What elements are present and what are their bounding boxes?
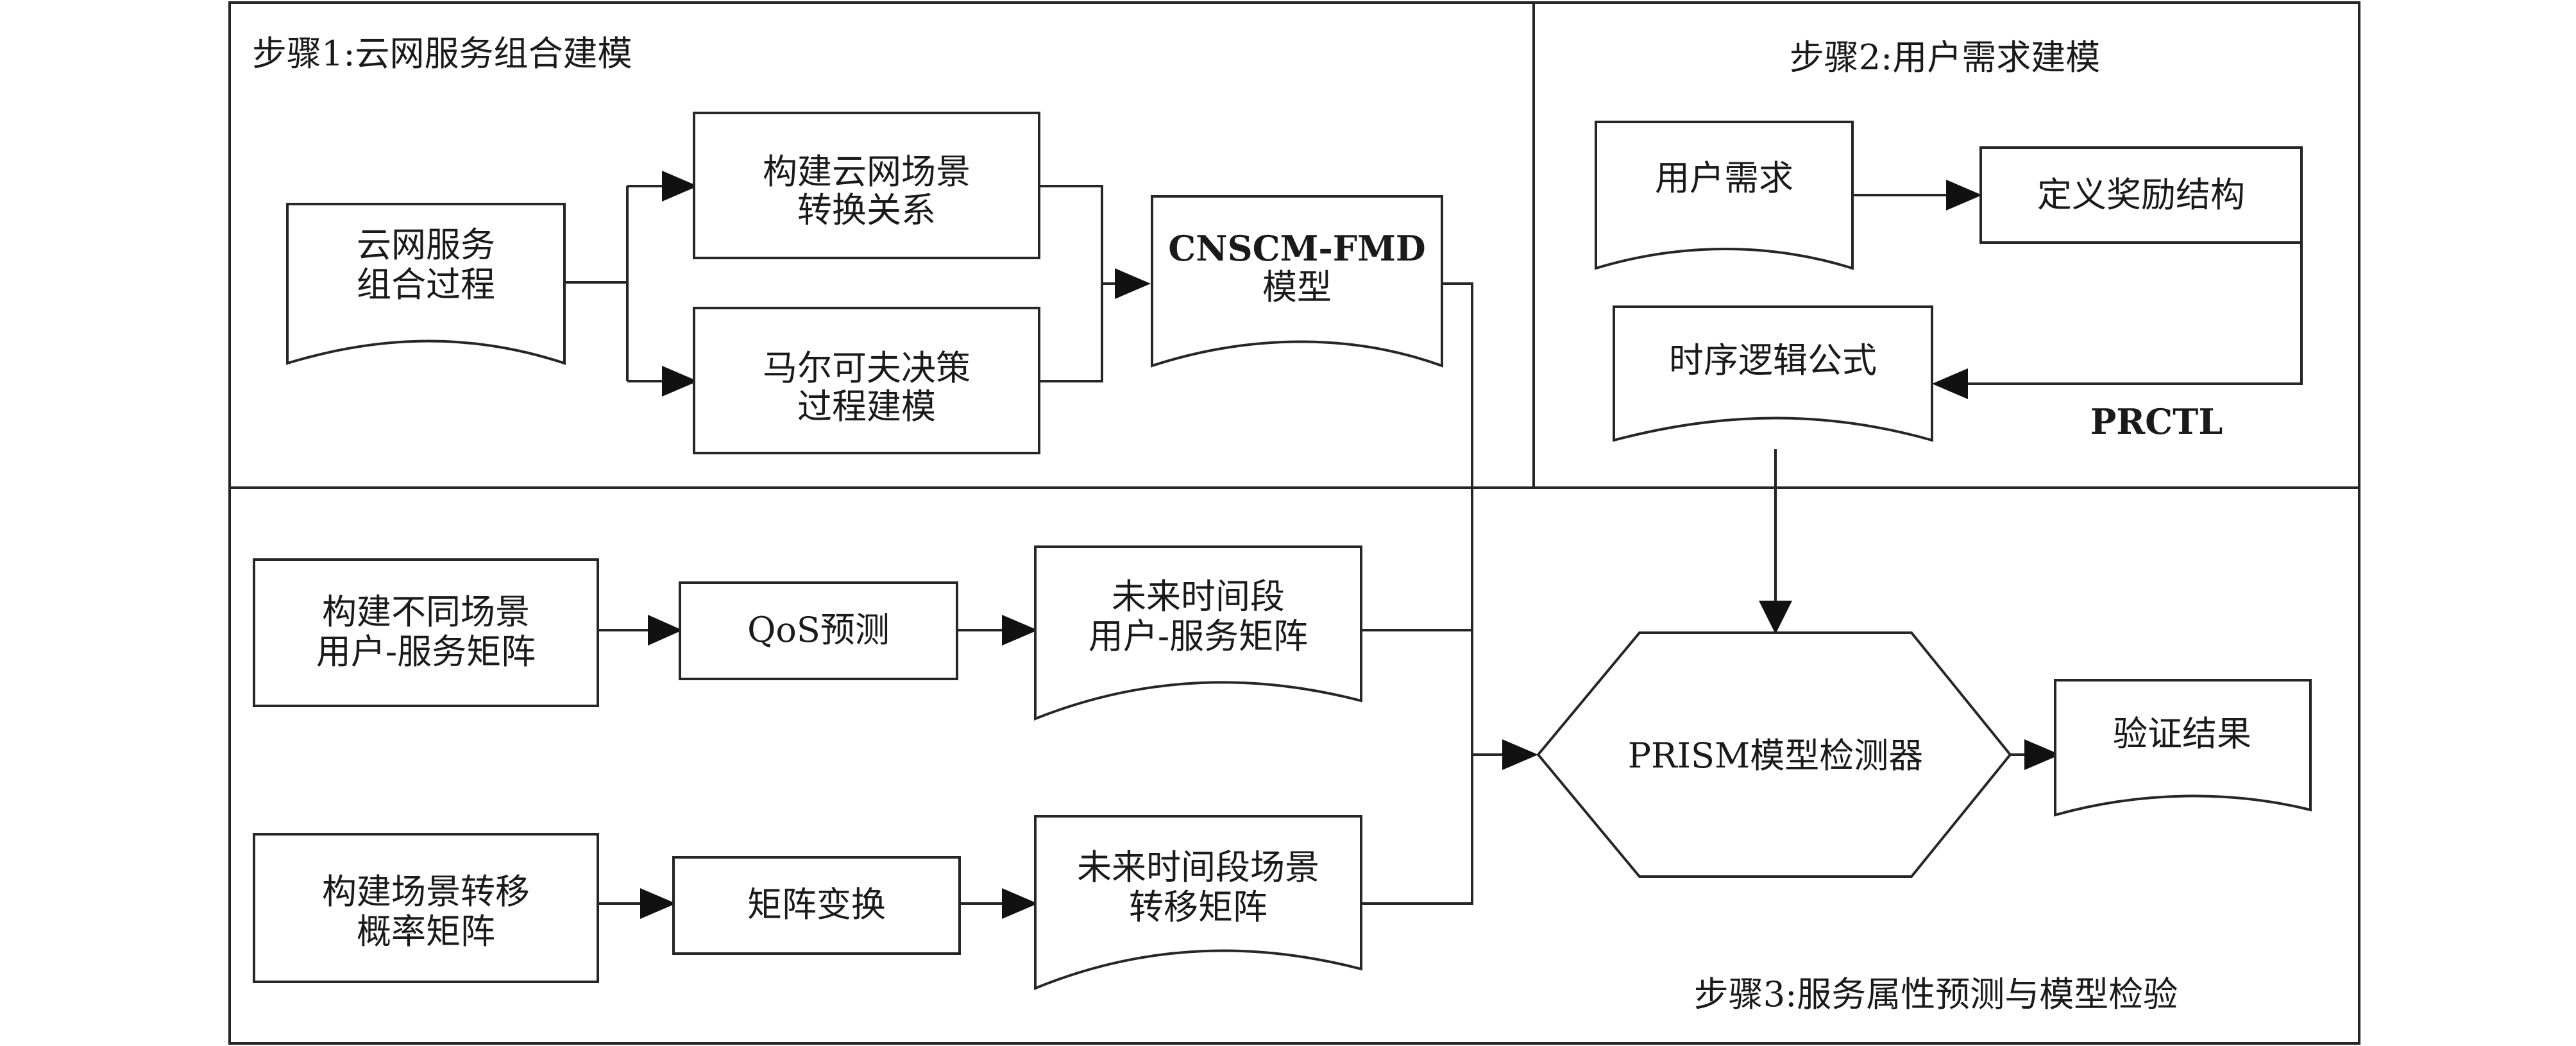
node-reward-structure-label: 定义奖励结构: [2037, 175, 2245, 215]
arrowhead-mdp: [662, 366, 698, 397]
node-scene-relation-line1: 构建云网场景: [763, 151, 970, 192]
arrowhead-prism-left: [1502, 739, 1538, 770]
connectors: [564, 185, 2303, 905]
arrowhead-result: [2024, 739, 2060, 770]
node-mdp-modeling: 马尔可夫决策 过程建模: [693, 307, 1040, 454]
node-scene-relation: 构建云网场景 转换关系: [693, 112, 1040, 259]
node-verification-result-label: 验证结果: [2113, 714, 2251, 754]
node-future-transition-matrix: 未来时间段场景 转移矩阵: [1034, 815, 1362, 990]
node-composition-process-line2: 组合过程: [357, 264, 495, 305]
node-composition-process: 云网服务 组合过程: [286, 203, 566, 365]
node-verification-result: 验证结果: [2054, 679, 2312, 817]
node-cnscm-fmd-line1: CNSCM-FMD: [1168, 228, 1425, 269]
node-build-user-service-matrix: 构建不同场景 用户-服务矩阵: [253, 558, 599, 707]
node-prism-model-checker-label: PRISM模型检测器: [1628, 735, 1924, 776]
arrowheads: [640, 171, 2060, 919]
arrowhead-matrix: [640, 888, 676, 919]
node-user-requirement: 用户需求: [1595, 121, 1854, 270]
node-user-requirement-label: 用户需求: [1655, 158, 1793, 198]
node-future-transition-matrix-line1: 未来时间段场景: [1077, 847, 1319, 887]
arrowhead-cnscm: [1115, 268, 1151, 299]
node-future-user-service-matrix: 未来时间段 用户-服务矩阵: [1034, 545, 1362, 721]
arrowhead-scene-rel: [662, 171, 698, 201]
arrowhead-temporal: [1932, 368, 1968, 399]
node-temporal-logic: 时序逻辑公式: [1613, 305, 1933, 442]
step3-panel: 步骤3:服务属性预测与模型检验: [228, 486, 2360, 1045]
arrowhead-futureum: [1002, 615, 1038, 646]
node-build-user-service-matrix-line1: 构建不同场景: [322, 592, 530, 632]
node-cnscm-fmd: CNSCM-FMD 模型: [1151, 195, 1443, 368]
node-build-user-service-matrix-line2: 用户-服务矩阵: [316, 631, 536, 672]
node-future-transition-matrix-line2: 转移矩阵: [1129, 887, 1267, 927]
node-cnscm-fmd-line2: 模型: [1262, 267, 1332, 307]
node-temporal-logic-label: 时序逻辑公式: [1669, 340, 1877, 381]
step3-title: 步骤3:服务属性预测与模型检验: [1694, 974, 2178, 1015]
node-matrix-transform-label: 矩阵变换: [747, 884, 886, 925]
edge-cnscm-down: [1361, 282, 1473, 905]
node-build-transition-matrix: 构建场景转移 概率矩阵: [253, 833, 599, 983]
node-qos-prediction-label: QoS预测: [747, 610, 890, 650]
node-scene-relation-line2: 转换关系: [797, 190, 936, 230]
step1-title: 步骤1:云网服务组合建模: [252, 33, 632, 74]
arrowhead-qos: [648, 615, 682, 646]
arrowhead-futuretm: [1002, 888, 1038, 919]
node-build-transition-matrix-line2: 概率矩阵: [357, 911, 495, 952]
edge-reward-temporal: [1967, 243, 2303, 385]
node-mdp-modeling-line1: 马尔可夫决策: [763, 348, 970, 388]
node-reward-structure: 定义奖励结构: [1979, 146, 2303, 244]
node-matrix-transform: 矩阵变换: [672, 856, 961, 955]
node-qos-prediction: QoS预测: [679, 581, 958, 680]
node-future-user-service-matrix-line2: 用户-服务矩阵: [1089, 616, 1308, 656]
node-mdp-modeling-line2: 过程建模: [797, 386, 936, 427]
edge-scene-to-cnscm: [1039, 185, 1103, 382]
node-future-user-service-matrix-line1: 未来时间段: [1112, 576, 1285, 617]
node-composition-process-line1: 云网服务: [357, 225, 495, 265]
step2-title: 步骤2:用户需求建模: [1790, 37, 2101, 78]
node-prism-model-checker: PRISM模型检测器: [1536, 631, 2012, 878]
prctl-label: PRCTL: [2090, 401, 2223, 442]
arrowhead-reward: [1946, 180, 1982, 210]
node-build-transition-matrix-line1: 构建场景转移: [322, 871, 530, 912]
arrowhead-prism-top: [1759, 601, 1792, 634]
